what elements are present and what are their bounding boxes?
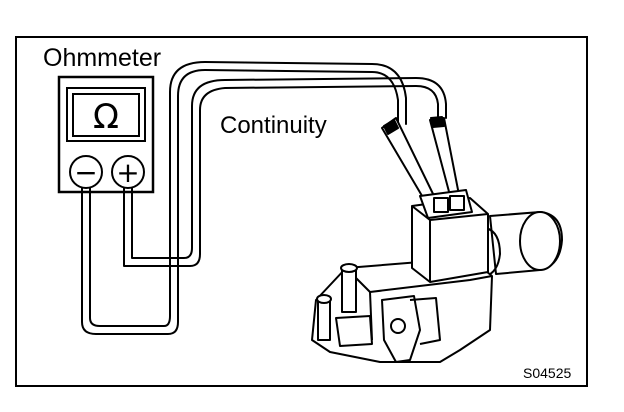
negative-terminal: [69, 155, 103, 189]
minus-symbol: −: [74, 156, 97, 189]
positive-terminal: [111, 155, 145, 189]
plus-symbol: +: [116, 156, 139, 189]
figure-frame: [15, 36, 588, 387]
positive-lead-inner: [131, 77, 447, 259]
negative-lead-inner: [89, 61, 407, 327]
ohmmeter-label: Ohmmeter: [43, 44, 162, 72]
ohmmeter: [57, 75, 155, 194]
right-probe: [429, 117, 461, 204]
meter-display-outer: [66, 87, 146, 142]
continuity-label: Continuity: [220, 112, 327, 139]
vacuum-switching-valve: [311, 189, 563, 363]
test-leads: [81, 61, 447, 335]
right-probe-tip: [430, 116, 445, 128]
meter-display-inner: [72, 93, 140, 137]
ohm-symbol: Ω: [93, 97, 119, 137]
negative-lead-outer: [81, 69, 399, 335]
valve-port-center: [341, 267, 357, 313]
left-probe-tip: [383, 119, 399, 135]
valve-port-left: [317, 299, 331, 341]
positive-lead-outer: [123, 85, 439, 267]
figure-code: S04525: [523, 365, 572, 381]
